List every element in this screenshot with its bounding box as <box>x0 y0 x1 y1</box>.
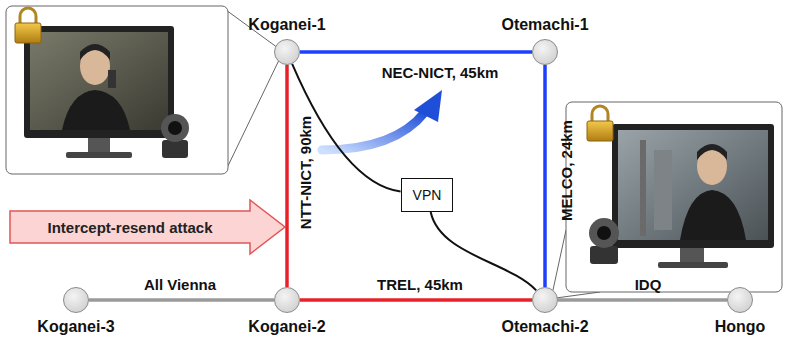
site-node: Koganei-2 <box>274 287 300 313</box>
site-name: Otemachi-2 <box>501 318 588 336</box>
fiber-link <box>89 298 274 302</box>
fiber-link <box>543 65 547 287</box>
site-name: Hongo <box>715 318 766 336</box>
site-node: Otemachi-1 <box>532 39 558 65</box>
site-name: Koganei-2 <box>248 318 325 336</box>
fiber-link <box>285 65 289 287</box>
tap-arrow <box>322 112 425 150</box>
fiber-link <box>300 298 532 302</box>
vpn-box: VPN <box>401 178 454 212</box>
link-label: TREL, 45km <box>377 276 463 293</box>
link-label: NEC-NICT, 45km <box>382 64 499 81</box>
site-node: Koganei-3 <box>63 287 89 313</box>
box-text: VPN <box>413 187 442 203</box>
site-name: Koganei-3 <box>37 318 114 336</box>
site-node: Hongo <box>727 287 753 313</box>
site-name: Otemachi-1 <box>501 16 588 34</box>
fiber-link <box>300 50 532 54</box>
link-label: IDQ <box>635 276 662 293</box>
link-label: MELCO, 24km <box>558 120 575 221</box>
tap-arrowhead <box>414 90 442 122</box>
link-label: NTT-NICT, 90km <box>297 115 314 228</box>
attack-label: Intercept-resend attack <box>10 211 250 243</box>
site-node: Otemachi-2 <box>532 287 558 313</box>
site-node: Koganei-1 <box>274 39 300 65</box>
fiber-link <box>558 298 727 302</box>
link-label: All Vienna <box>144 276 216 293</box>
video-callout <box>6 6 280 174</box>
site-name: Koganei-1 <box>248 16 325 34</box>
attack-arrow <box>10 200 285 254</box>
video-callout <box>553 102 782 298</box>
